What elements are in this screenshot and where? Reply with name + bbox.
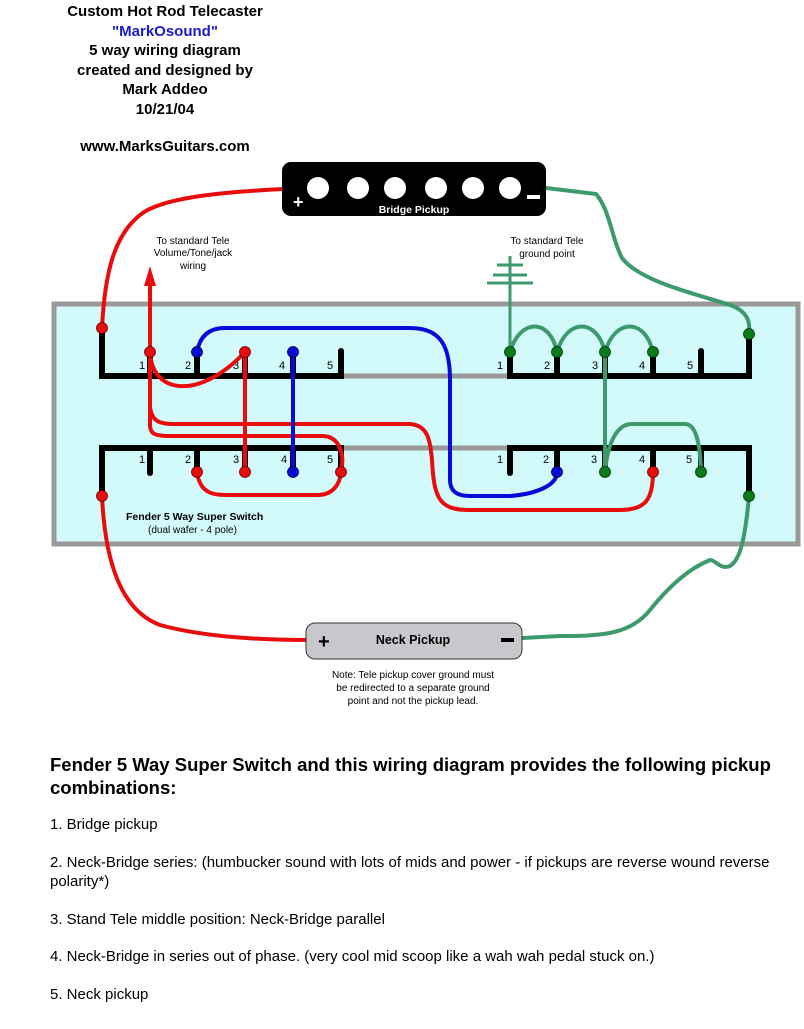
wire-ur1-ur2 — [508, 324, 559, 354]
bridge-pickup: + Bridge Pickup — [282, 162, 546, 216]
pin-labels: 1 2 3 4 5 1 2 3 4 5 1 2 3 4 5 1 2 3 4 5 — [139, 360, 693, 466]
svg-text:wiring: wiring — [179, 261, 206, 272]
wire-ur2-ur3 — [555, 324, 607, 354]
arrow-up-icon — [144, 266, 156, 286]
pin-label: 3 — [233, 360, 239, 372]
ground-solder-points — [504, 328, 755, 502]
pin-label: 1 — [497, 454, 503, 466]
neck-plus-terminal: + — [318, 631, 330, 653]
combination-item: 3. Stand Tele middle position: Neck-Brid… — [50, 910, 385, 928]
wire-lr3-lr5 — [603, 422, 703, 474]
neck-cover-note: Note: Tele pickup cover ground must be r… — [332, 670, 494, 707]
pin-label: 4 — [279, 360, 285, 372]
wire-u1-u3 — [148, 350, 247, 389]
bridge-pickup-label: Bridge Pickup — [379, 204, 450, 216]
wire-l2-l5 — [195, 470, 343, 497]
pin-label: 4 — [639, 360, 645, 372]
pin-label: 5 — [686, 454, 692, 466]
combination-item: 5. Neck pickup — [50, 985, 149, 1003]
bridge-minus-terminal — [527, 195, 540, 199]
neck-pickup-label: Neck Pickup — [376, 633, 451, 647]
pin-label: 1 — [497, 360, 503, 372]
pin-label: 2 — [543, 454, 549, 466]
blue-solder-points — [191, 346, 563, 478]
pin-label: 3 — [592, 360, 598, 372]
wire-bridge-hot — [100, 187, 286, 330]
credit-line: created and designed by — [77, 61, 253, 79]
pin-label: 4 — [639, 454, 645, 466]
pin-label: 2 — [544, 360, 550, 372]
pin-label: 5 — [327, 454, 333, 466]
neck-pickup: + Neck Pickup — [305, 622, 523, 660]
pin-label: 1 — [139, 454, 145, 466]
switch-description: (dual wafer - 4 pole) — [148, 525, 237, 536]
wire-neck-hot — [100, 494, 312, 642]
hot-solder-points — [96, 322, 659, 502]
pin-label: 2 — [185, 360, 191, 372]
ground-wires — [508, 186, 752, 640]
svg-text:ground point: ground point — [519, 249, 575, 260]
diagram-subtitle: 5 way wiring diagram — [89, 42, 241, 59]
ground-point-annotation: To standard Tele ground point — [510, 236, 584, 260]
wire-u1-lr4 — [148, 350, 655, 512]
website-link[interactable]: www.MarksGuitars.com — [80, 138, 250, 155]
pin-label: 3 — [233, 454, 239, 466]
switch-name: Fender 5 Way Super Switch — [126, 511, 263, 523]
svg-text:Volume/Tone/jack: Volume/Tone/jack — [154, 248, 233, 259]
hot-wires — [100, 187, 655, 642]
svg-text:Note: Tele pickup cover ground: Note: Tele pickup cover ground must — [332, 670, 494, 681]
wire-bridge-ground — [544, 186, 752, 336]
blue-wires — [195, 326, 559, 498]
brand-name: "MarkOsound" — [112, 22, 218, 40]
diagram-header: Custom Hot Rod Telecaster "MarkOsound" 5… — [40, 2, 290, 157]
pin-label: 5 — [687, 360, 693, 372]
wire-u1-l5 — [148, 350, 345, 474]
combination-item: 4. Neck-Bridge in series out of phase. (… — [50, 948, 655, 965]
svg-text:To standard Tele: To standard Tele — [510, 236, 584, 247]
wire-ur3-ur4 — [603, 324, 655, 354]
pin-label: 5 — [327, 360, 333, 372]
bridge-plus-terminal: + — [293, 192, 304, 212]
combination-item: 1. Bridge pickup — [50, 816, 158, 833]
volume-tone-annotation: To standard Tele Volume/Tone/jack wiring — [154, 236, 233, 272]
pin-label: 1 — [139, 360, 145, 372]
author-name: Mark Addeo — [122, 81, 208, 98]
wire-neck-ground — [520, 494, 751, 640]
pin-label: 2 — [185, 454, 191, 466]
pin-label: 3 — [591, 454, 597, 466]
pickup-combinations: Fender 5 Way Super Switch and this wirin… — [50, 753, 790, 1022]
neck-minus-terminal — [501, 638, 514, 642]
ground-symbol-icon — [487, 256, 533, 352]
pin-label: 4 — [281, 454, 287, 466]
svg-text:be redirected to a separate gr: be redirected to a separate ground — [336, 683, 489, 694]
combination-item: 2. Neck-Bridge series: (humbucker sound … — [50, 853, 770, 891]
diagram-date: 10/21/04 — [135, 100, 195, 118]
svg-text:To standard Tele: To standard Tele — [156, 236, 230, 247]
wire-u2-lr2 — [195, 326, 559, 498]
svg-text:point and not the pickup lead.: point and not the pickup lead. — [348, 696, 479, 707]
diagram-title: Custom Hot Rod Telecaster — [67, 3, 263, 20]
wiring-diagram: 1 2 3 4 5 1 2 3 4 5 1 2 3 4 5 1 2 3 4 5 … — [51, 162, 801, 707]
pole-pieces — [307, 177, 521, 199]
combinations-heading: Fender 5 Way Super Switch and this wirin… — [50, 754, 771, 798]
